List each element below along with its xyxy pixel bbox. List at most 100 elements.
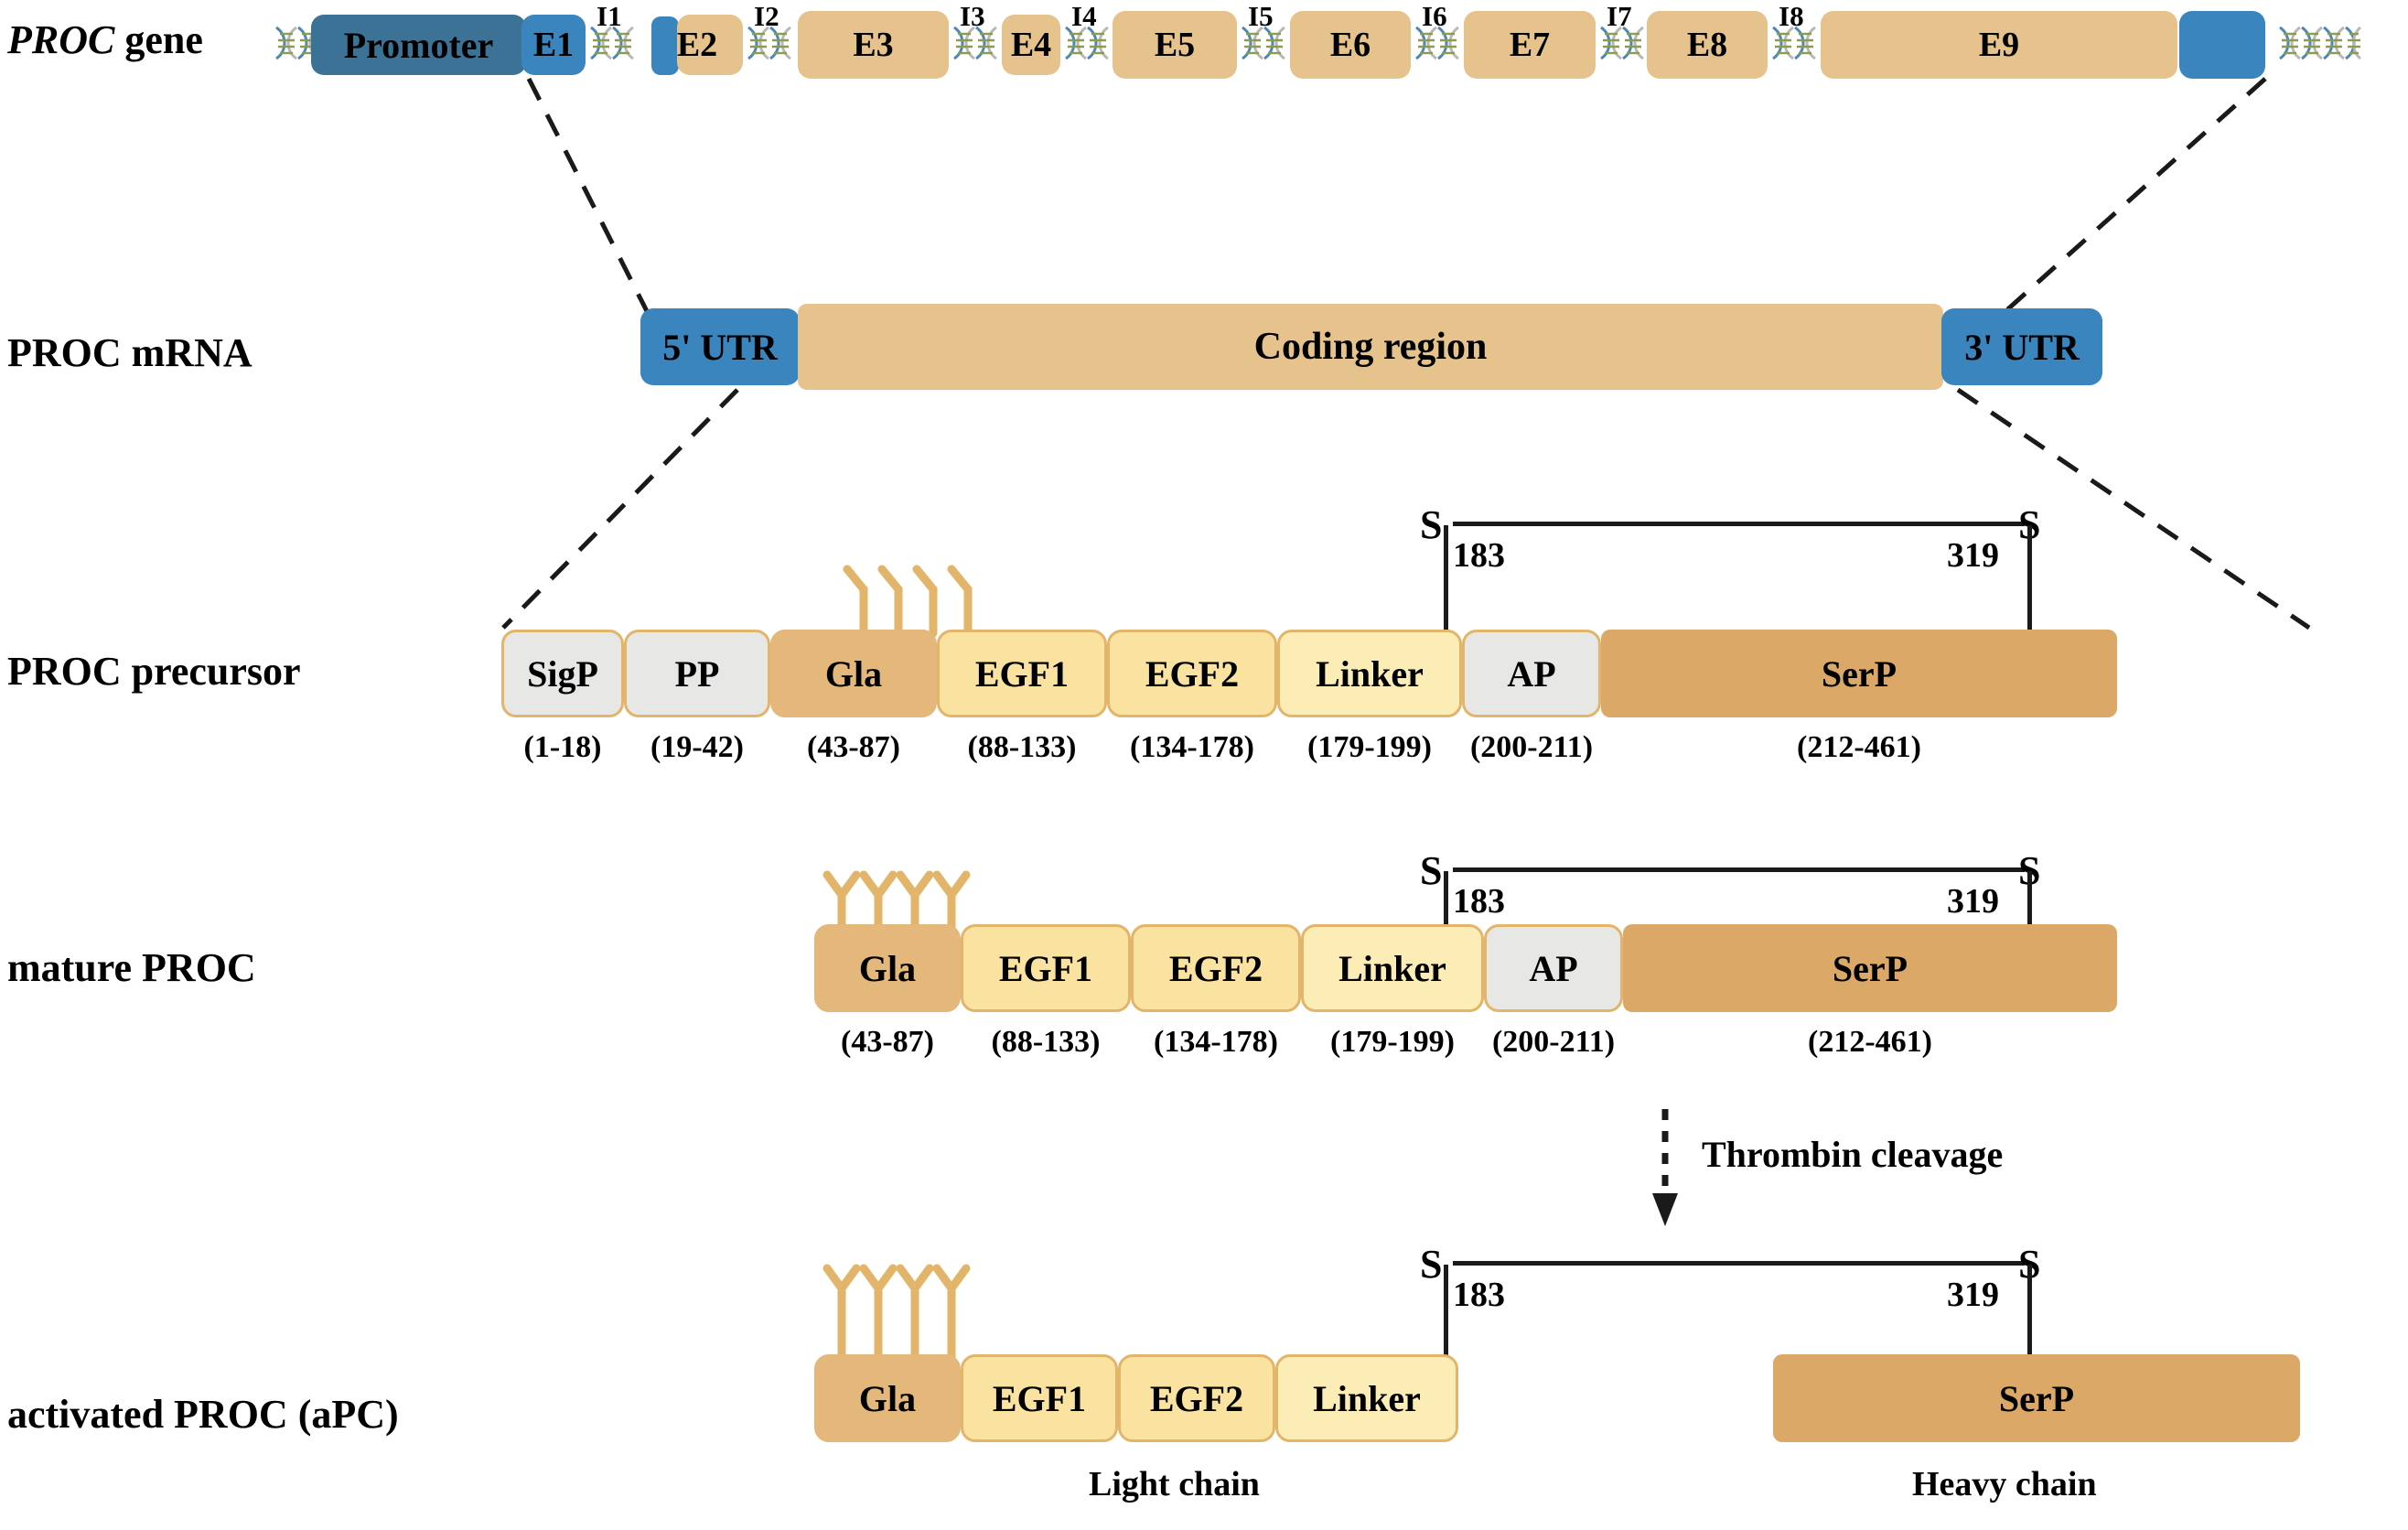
connector-mrna-to-precursor-left [501, 388, 739, 630]
mature-domain-linker-label: Linker [1338, 947, 1446, 989]
precursor-disulfide-stem-left [1444, 525, 1448, 633]
activated-disulfide-stem-right [2027, 1265, 2032, 1373]
precursor-disulfide-s-left: S [1420, 502, 1443, 547]
activated-domain-serp-label: SerP [1998, 1377, 2075, 1419]
dna-helix-icon [953, 26, 997, 60]
precursor-range-ap: (200-211) [1469, 730, 1594, 764]
mature-disulfide-num-left: 183 [1453, 882, 1505, 921]
gene-three-utr-block[interactable] [2179, 11, 2265, 79]
activated-disulfide-num-left: 183 [1453, 1276, 1505, 1314]
gene-exon-e8[interactable]: E8 [1647, 11, 1768, 79]
mrna-coding-region[interactable]: Coding region [798, 304, 1943, 390]
mrna-three-utr[interactable]: 3' UTR [1941, 308, 2102, 385]
dna-helix-icon [1772, 26, 1816, 60]
mature-range-gla: (43-87) [841, 1025, 934, 1059]
gene-label-italic: PROC [7, 17, 115, 62]
dna-helix-icon [747, 26, 791, 60]
gene-exon-e1[interactable]: E1 [521, 15, 586, 75]
precursor-disulfide-bridge-line [1453, 522, 2025, 526]
gene-label-plain: gene [124, 17, 203, 62]
row-label-mature: mature PROC [7, 945, 256, 990]
mature-range-linker: (179-199) [1330, 1025, 1455, 1059]
mrna-five-utr[interactable]: 5' UTR [640, 308, 800, 385]
gene-exon-e3[interactable]: E3 [798, 11, 949, 79]
gene-exon-e7[interactable]: E7 [1464, 11, 1596, 79]
mature-domain-linker[interactable]: Linker [1301, 924, 1484, 1012]
activated-domain-egf1[interactable]: EGF1 [961, 1354, 1118, 1442]
gla-carboxyl-hooks-icon [843, 565, 973, 638]
dna-helix-icon [2279, 26, 2362, 60]
activated-domain-egf2-label: EGF2 [1149, 1377, 1244, 1419]
gene-exon-e9[interactable]: E9 [1821, 11, 2177, 79]
precursor-domain-egf1[interactable]: EGF1 [937, 630, 1107, 717]
heavy-chain-label: Heavy chain [1912, 1465, 2097, 1503]
precursor-range-sigp: (1-18) [523, 730, 602, 764]
dna-helix-icon [1065, 26, 1109, 60]
precursor-domain-linker[interactable]: Linker [1277, 630, 1462, 717]
precursor-disulfide-num-right: 319 [1947, 536, 1999, 575]
activated-domain-gla[interactable]: Gla [814, 1354, 961, 1442]
precursor-domain-egf2-label: EGF2 [1145, 652, 1240, 695]
connector-mrna-to-precursor-right [1956, 387, 2311, 630]
gene-promoter-label: Promoter [343, 24, 494, 66]
precursor-domain-egf1-label: EGF1 [974, 652, 1070, 695]
activated-disulfide-stem-left [1444, 1265, 1448, 1373]
precursor-range-linker: (179-199) [1307, 730, 1432, 764]
gene-intron-i1: I1 [597, 0, 622, 32]
activated-disulfide-num-right: 319 [1947, 1276, 1999, 1314]
precursor-domain-pp-label: PP [674, 652, 720, 695]
gene-exon-e4-label: E4 [1010, 26, 1052, 64]
gene-exon-e5[interactable]: E5 [1113, 11, 1237, 79]
precursor-domain-pp[interactable]: PP [624, 630, 770, 717]
gene-intron-i8: I8 [1779, 0, 1804, 32]
precursor-domain-sigp-label: SigP [527, 652, 598, 695]
gene-promoter-box[interactable]: Promoter [311, 15, 526, 75]
activated-domain-serp[interactable]: SerP [1773, 1354, 2300, 1442]
gene-intron-i3: I3 [960, 0, 985, 32]
mature-range-ap: (200-211) [1491, 1025, 1616, 1059]
activated-domain-linker-label: Linker [1313, 1377, 1421, 1419]
precursor-disulfide-num-left: 183 [1453, 536, 1505, 575]
mature-domain-ap[interactable]: AP [1484, 924, 1623, 1012]
gene-exon-e4[interactable]: E4 [1002, 15, 1060, 75]
activated-domain-linker[interactable]: Linker [1275, 1354, 1458, 1442]
gene-exon-e2[interactable]: E2 [677, 15, 743, 75]
row-label-activated: activated PROC (aPC) [7, 1392, 399, 1437]
mature-domain-serp-label: SerP [1832, 947, 1908, 989]
dna-helix-icon [1415, 26, 1459, 60]
mature-range-serp: (212-461) [1808, 1025, 1932, 1059]
mature-domain-egf1-label: EGF1 [998, 947, 1093, 989]
mature-domain-egf1[interactable]: EGF1 [961, 924, 1131, 1012]
row-label-mrna: PROC mRNA [7, 330, 253, 375]
mature-domain-egf2[interactable]: EGF2 [1131, 924, 1301, 1012]
mature-domain-serp[interactable]: SerP [1623, 924, 2117, 1012]
precursor-domain-gla-label: Gla [824, 652, 883, 695]
thrombin-cleavage-arrow-icon [1652, 1109, 1678, 1226]
activated-domain-egf2[interactable]: EGF2 [1118, 1354, 1275, 1442]
gene-intron-i4: I4 [1071, 0, 1097, 32]
precursor-domain-egf2[interactable]: EGF2 [1107, 630, 1277, 717]
gene-exon-e6[interactable]: E6 [1290, 11, 1411, 79]
gene-intron-i5: I5 [1248, 0, 1274, 32]
precursor-domain-ap[interactable]: AP [1462, 630, 1601, 717]
mature-domain-gla-label: Gla [858, 947, 917, 989]
precursor-range-gla: (43-87) [807, 730, 900, 764]
gene-exon-e6-label: E6 [1329, 26, 1371, 64]
gene-intron-i2: I2 [754, 0, 779, 32]
precursor-range-egf1: (88-133) [967, 730, 1077, 764]
gene-exon-e3-label: E3 [853, 26, 894, 64]
precursor-disulfide-stem-right [2027, 525, 2032, 633]
precursor-domain-serp[interactable]: SerP [1601, 630, 2117, 717]
gene-exon-e2-label: E2 [676, 26, 718, 64]
gene-exon-e2-utr[interactable] [651, 16, 679, 75]
activated-domain-gla-label: Gla [858, 1377, 917, 1419]
thrombin-cleavage-label: Thrombin cleavage [1702, 1134, 2004, 1175]
precursor-domain-gla[interactable]: Gla [770, 630, 937, 717]
gene-intron-i6: I6 [1422, 0, 1447, 32]
precursor-domain-sigp[interactable]: SigP [501, 630, 624, 717]
dna-helix-icon [1242, 26, 1285, 60]
mature-domain-gla[interactable]: Gla [814, 924, 961, 1012]
mature-range-egf2: (134-178) [1154, 1025, 1278, 1059]
mature-domain-egf2-label: EGF2 [1168, 947, 1263, 989]
gene-exon-e9-label: E9 [1978, 26, 2020, 64]
